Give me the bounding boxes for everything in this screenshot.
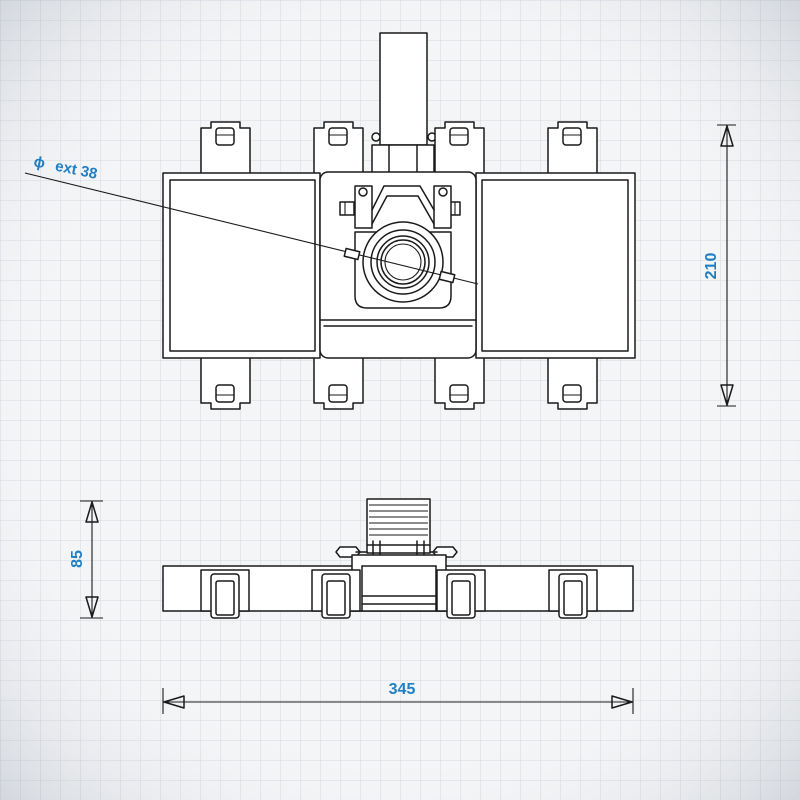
dimension-85: 85: [69, 500, 103, 619]
wheel-top-3: [434, 121, 485, 173]
wheel-top-4: [547, 121, 598, 173]
top-view: [24, 32, 636, 410]
side-wheel-1: [200, 569, 250, 619]
section-line: [24, 172, 479, 285]
side-wheel-2: [311, 569, 361, 619]
wheel-bottom-1: [200, 358, 251, 410]
wheel-bottom-2: [313, 358, 364, 410]
dimension-345: 345: [162, 681, 634, 714]
right-pad: [475, 172, 636, 359]
dimension-210-label: 210: [703, 253, 720, 280]
side-wheel-3: [436, 569, 486, 619]
wheels-top-row: [200, 121, 598, 173]
wheel-top-1: [200, 121, 251, 173]
side-wheels: [200, 569, 598, 619]
side-wheel-4: [548, 569, 598, 619]
side-view: [162, 498, 634, 619]
left-pad: [162, 172, 321, 359]
wheels-bottom-row: [200, 358, 598, 410]
wheel-bottom-4: [547, 358, 598, 410]
dimension-210: 210: [703, 124, 736, 407]
central-body: [319, 171, 477, 359]
threaded-connector: [335, 498, 458, 567]
dimension-345-label: 345: [389, 681, 416, 698]
dimension-85-label: 85: [69, 550, 86, 568]
diameter-symbol: ϕ: [32, 153, 46, 172]
wheel-bottom-3: [434, 358, 485, 410]
wheel-top-2: [313, 121, 364, 173]
